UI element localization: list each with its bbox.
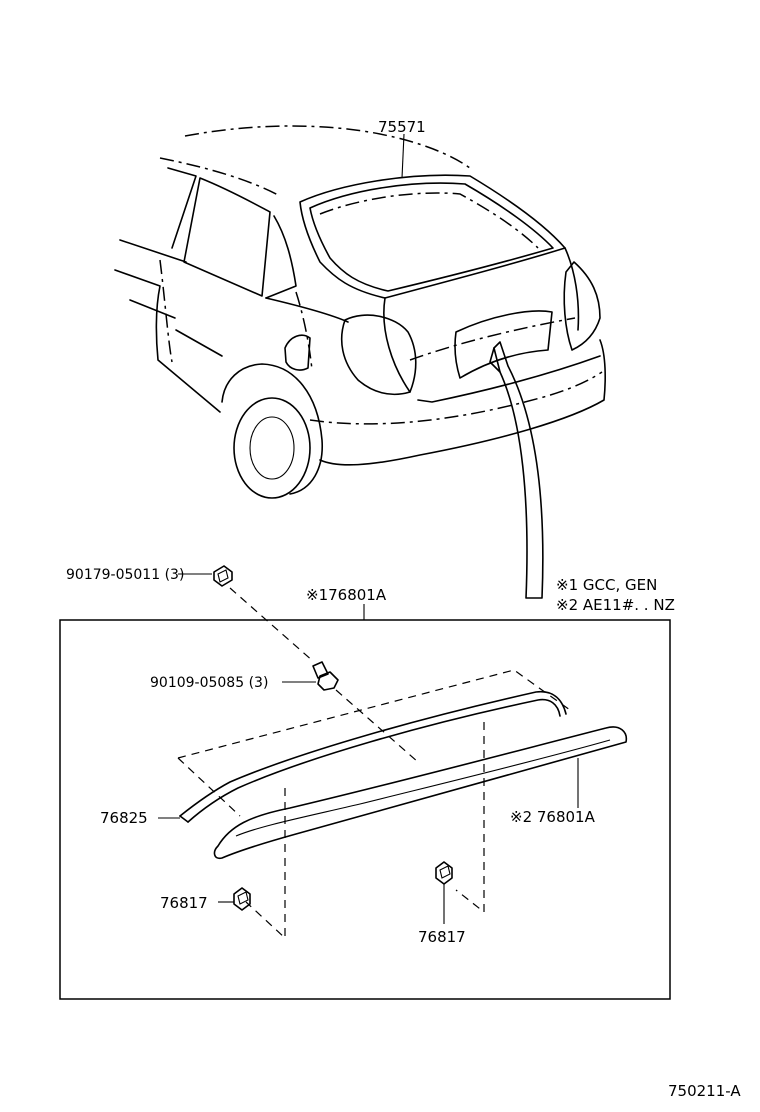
label-90109-05085: 90109-05085 (3) xyxy=(150,675,268,691)
note-1: ※1 GCC, GEN xyxy=(556,576,657,594)
label-75571: 75571 xyxy=(378,118,426,136)
diagram-code: 750211-A xyxy=(668,1082,741,1100)
label-kit-76801A: ※176801A xyxy=(306,586,387,604)
rear-wheel-icon xyxy=(221,363,323,499)
label-90179-05011: 90179-05011 (3) xyxy=(66,567,184,583)
clip-90179-icon xyxy=(213,565,233,587)
note-2: ※2 AE11#. . NZ xyxy=(556,596,675,614)
clip-76817-left-icon xyxy=(233,887,251,911)
callout-arrow-icon xyxy=(489,341,544,599)
label-76817-left: 76817 xyxy=(160,894,208,912)
molding-76825 xyxy=(179,690,567,823)
label-76801A: ※2 76801A xyxy=(510,808,596,826)
car-illustration xyxy=(114,125,606,599)
kit-frame xyxy=(59,619,671,1000)
garnish-76801A xyxy=(213,726,628,860)
label-76817-right: 76817 xyxy=(418,928,466,946)
clip-76817-right-icon xyxy=(435,861,453,885)
label-76825: 76825 xyxy=(100,809,148,827)
screw-90109-icon xyxy=(312,661,339,691)
